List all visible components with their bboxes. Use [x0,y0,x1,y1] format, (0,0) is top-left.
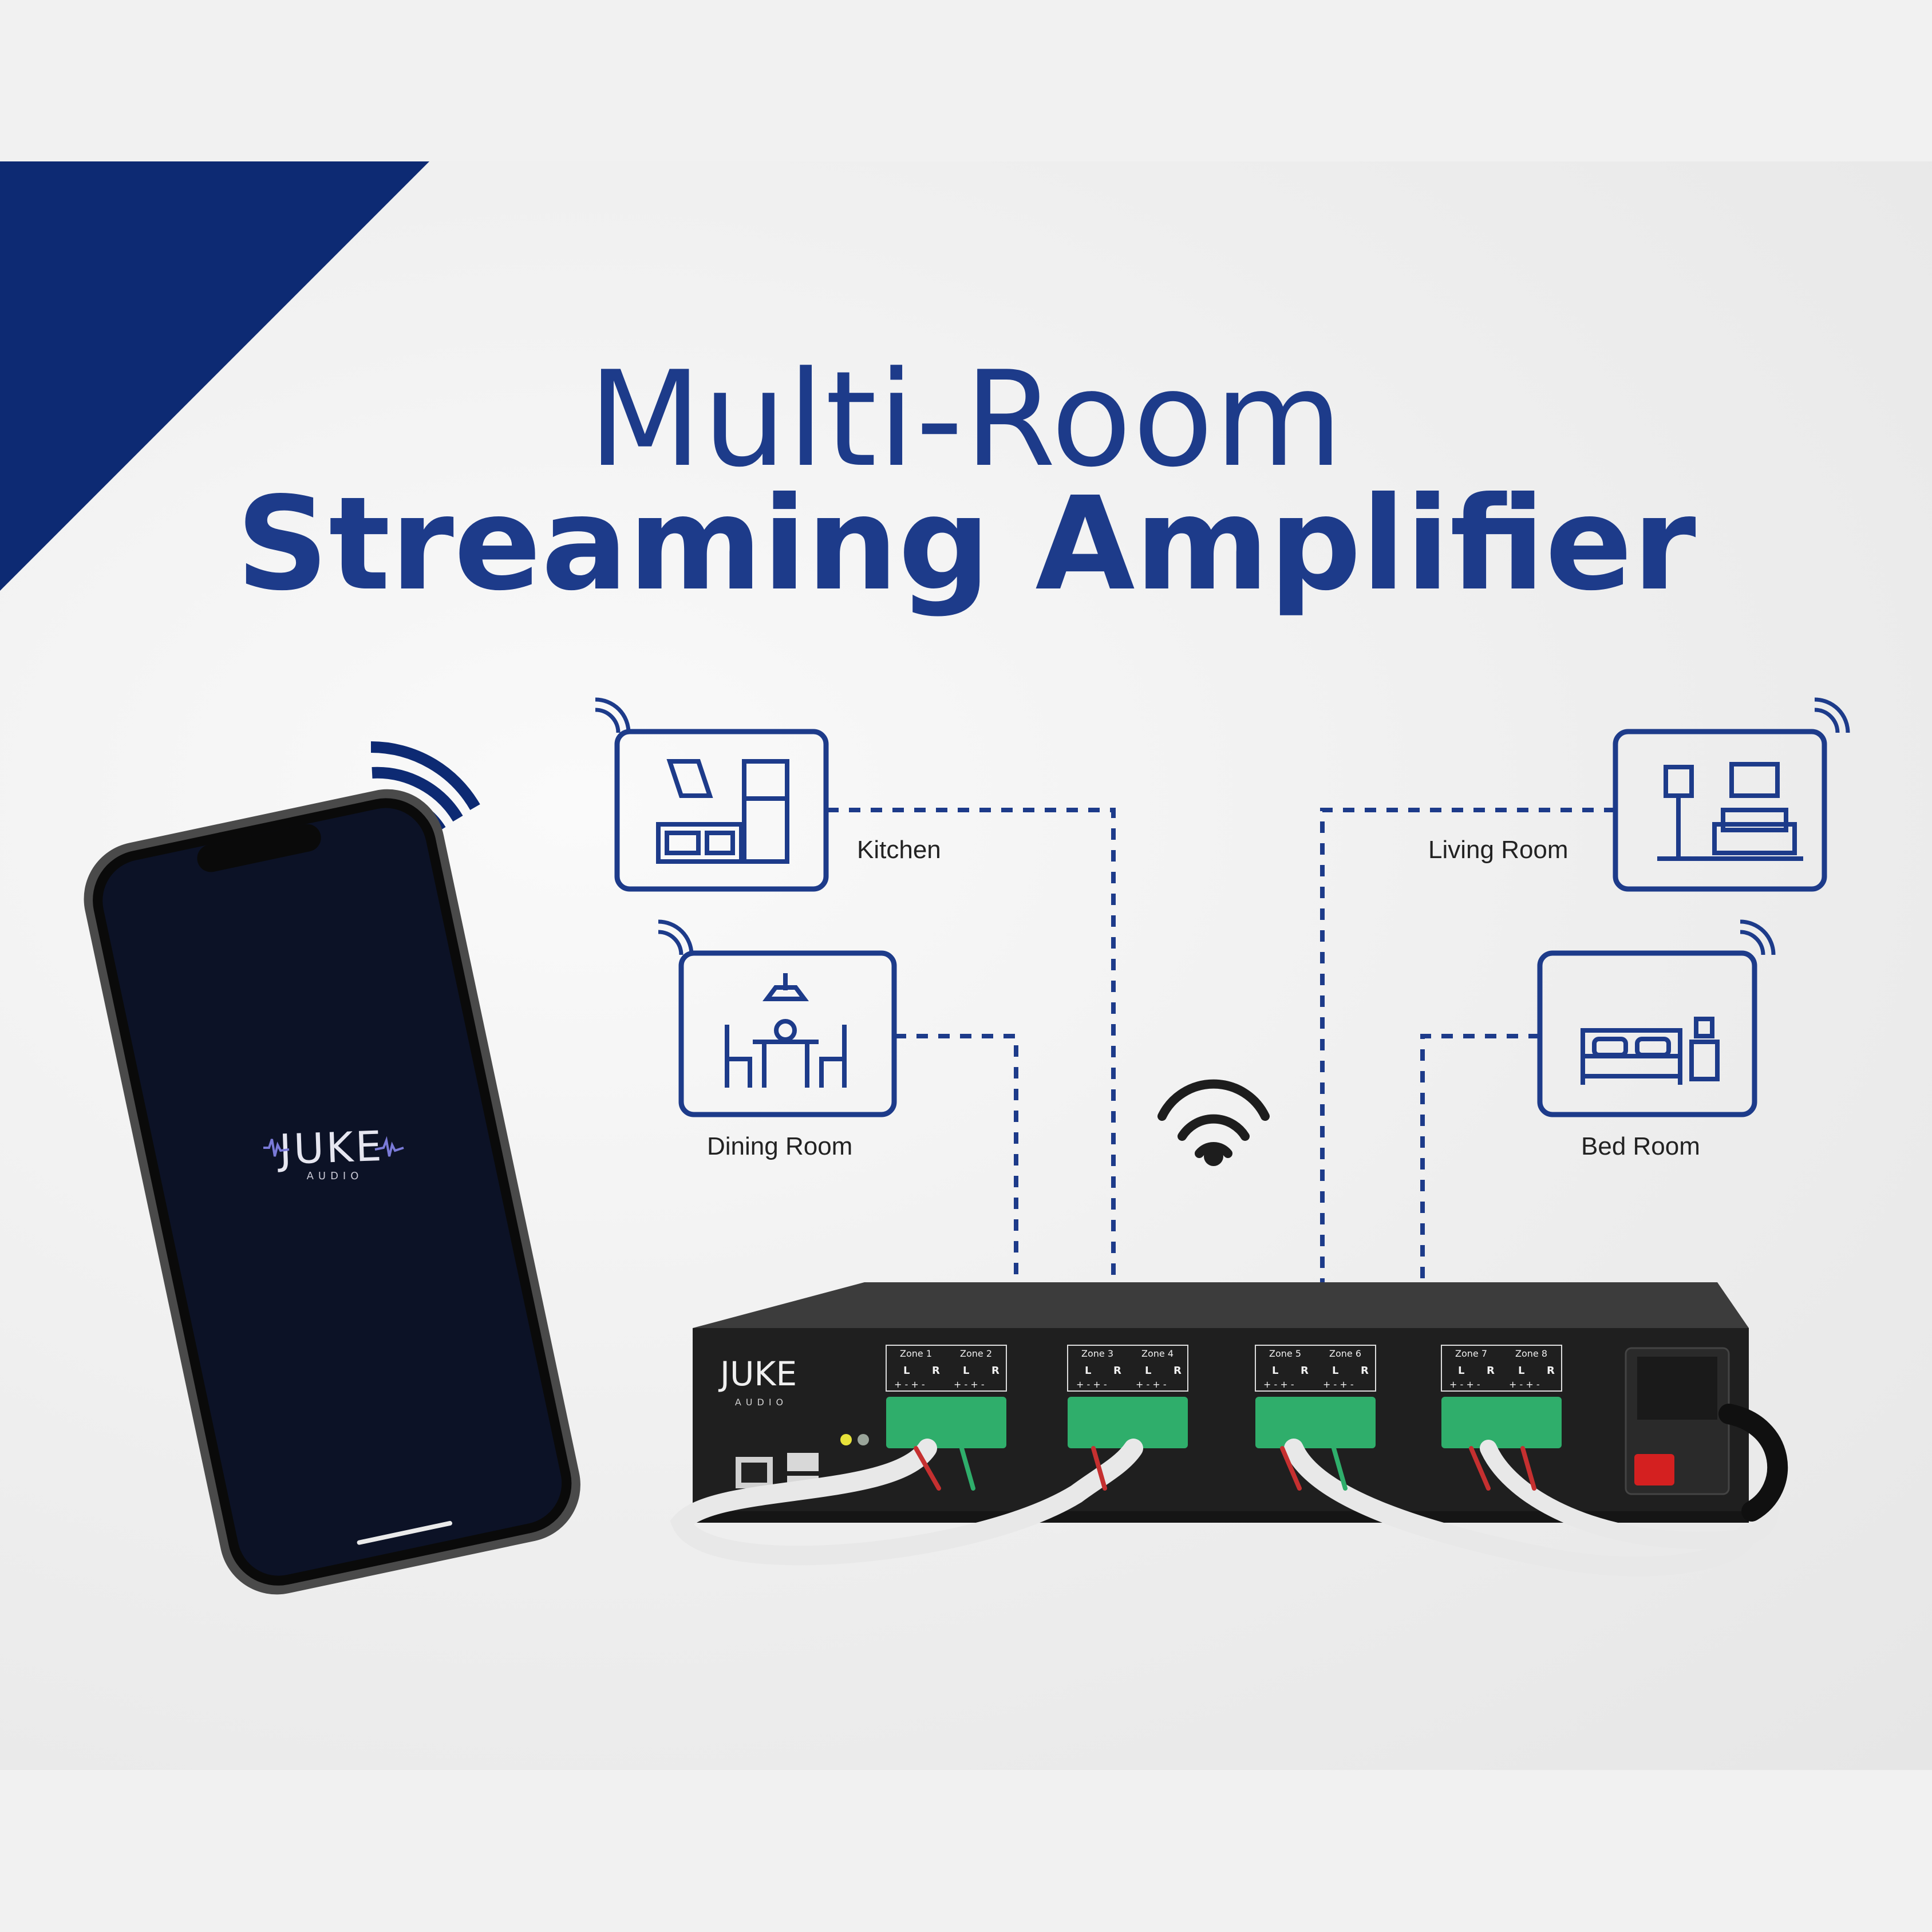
svg-text:Zone 7: Zone 7 [1455,1348,1487,1359]
svg-text:R: R [991,1365,999,1377]
svg-text:L: L [1518,1365,1524,1377]
svg-text:+ - + -: + - + - [1136,1379,1167,1390]
svg-text:R: R [1301,1365,1309,1377]
svg-text:R: R [932,1365,940,1377]
phone-logo: JUKE AUDIO [263,1122,404,1182]
living-room-icon [1657,762,1803,861]
svg-text:Zone 4: Zone 4 [1141,1348,1174,1359]
speaker-cables [670,1404,1788,1577]
bed-room-icon [1581,1017,1720,1085]
room-label-living-room: Living Room [1428,836,1568,864]
dining-room-box [658,919,897,1117]
svg-text:R: R [1547,1365,1555,1377]
svg-text:AUDIO: AUDIO [307,1170,364,1182]
svg-text:JUKE: JUKE [276,1122,384,1174]
svg-text:R: R [1174,1365,1182,1377]
wifi-icon [1814,697,1850,733]
svg-text:L: L [963,1365,969,1377]
svg-text:Zone 5: Zone 5 [1269,1348,1301,1359]
svg-text:L: L [1272,1365,1278,1377]
line-living [1320,808,1615,1282]
smartphone [84,789,580,1595]
power-led [840,1434,852,1445]
svg-text:L: L [1458,1365,1464,1377]
svg-text:Zone 6: Zone 6 [1329,1348,1361,1359]
svg-text:Zone 2: Zone 2 [960,1348,992,1359]
room-label-kitchen: Kitchen [857,836,941,864]
dining-room-icon [725,973,847,1088]
svg-text:L: L [903,1365,910,1377]
wifi-icon [658,919,694,955]
connection-lines [827,808,1615,1282]
amp-logo-sub: AUDIO [735,1397,788,1408]
phone-screen [102,808,562,1576]
svg-text:L: L [1145,1365,1151,1377]
kitchen-box [595,697,829,892]
title-line2: Streaming Amplifier [236,469,1696,619]
wifi-dot [1204,1147,1223,1166]
bed-room-box [1537,919,1776,1117]
wifi-icon [1740,919,1776,955]
room-label-dining-room: Dining Room [707,1132,853,1160]
kitchen-icon [656,759,789,864]
wifi-icon [595,697,631,733]
zone-labels: Zone 1 Zone 2 Zone 3 Zone 4 Zone 5 Zone … [886,1345,1562,1392]
svg-text:Zone 1: Zone 1 [900,1348,932,1359]
line-dining [895,1034,1018,1282]
svg-text:Zone 3: Zone 3 [1081,1348,1113,1359]
svg-text:Zone 8: Zone 8 [1515,1348,1547,1359]
status-led [858,1434,869,1445]
svg-text:+ - + -: + - + - [894,1379,925,1390]
svg-text:+ - + -: + - + - [1263,1379,1294,1390]
svg-text:L: L [1332,1365,1338,1377]
room-label-bed-room: Bed Room [1581,1132,1700,1160]
svg-text:R: R [1487,1365,1495,1377]
usb-port [787,1453,819,1471]
svg-text:R: R [1113,1365,1121,1377]
line-bedroom [1420,1034,1540,1282]
svg-text:+ - + -: + - + - [1323,1379,1354,1390]
wifi-icon [1157,1079,1270,1158]
channel-labels: L R L R L R L R L R L R L R L R [903,1365,1555,1377]
line-kitchen [827,808,1116,1282]
svg-text:L: L [1085,1365,1091,1377]
corner-triangle [0,161,429,591]
speaker-terminals [886,1397,1562,1448]
svg-text:+ - + -: + - + - [1509,1379,1540,1390]
polarity-labels: + - + - + - + - + - + - + - + - + - + - … [894,1379,1540,1390]
svg-text:+ - + -: + - + - [954,1379,985,1390]
living-room-box [1613,697,1850,892]
svg-text:+ - + -: + - + - [1449,1379,1480,1390]
svg-text:R: R [1361,1365,1369,1377]
power-inlet [1637,1357,1717,1420]
power-switch[interactable] [1634,1454,1674,1485]
title-line1: Multi-Room [588,343,1344,496]
amp-logo: JUKE [718,1354,797,1393]
svg-text:+ - + -: + - + - [1076,1379,1107,1390]
